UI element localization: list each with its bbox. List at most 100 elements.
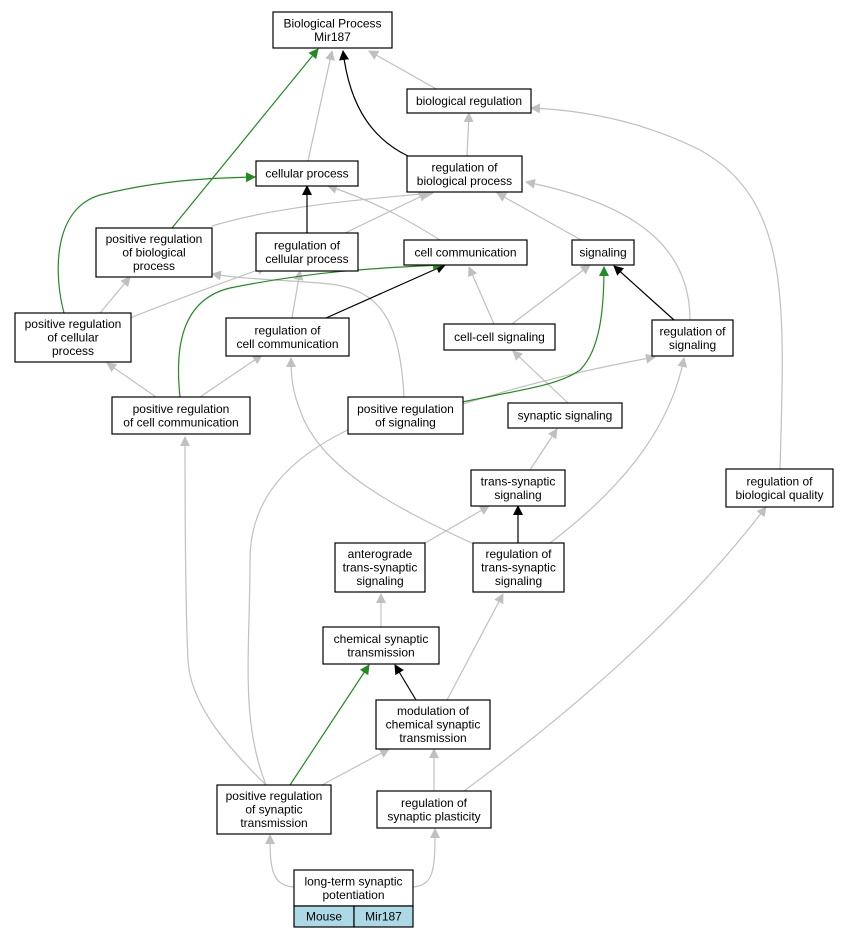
node-label: positive regulation bbox=[133, 402, 230, 416]
node-label: of biological bbox=[122, 246, 185, 260]
node-box bbox=[272, 11, 393, 49]
node-label: positive regulation bbox=[106, 232, 203, 246]
node-box bbox=[255, 232, 359, 272]
node-label: potentiation bbox=[322, 888, 384, 902]
edge-prcc-to-cc bbox=[177, 260, 443, 398]
edge-prst-to-prcc bbox=[180, 436, 267, 786]
node-label: regulation of bbox=[431, 160, 498, 174]
edge-rcp-to-rbp bbox=[344, 192, 429, 234]
node-box bbox=[225, 317, 350, 357]
edge-mcst-to-cst bbox=[394, 664, 417, 701]
node-label: positive regulation bbox=[226, 789, 323, 803]
edge-prsig-to-rsig bbox=[462, 353, 656, 405]
edges bbox=[57, 48, 783, 888]
node-box bbox=[334, 542, 426, 593]
node-box bbox=[95, 227, 213, 278]
node-box bbox=[111, 396, 251, 435]
node-label: signaling bbox=[669, 338, 716, 352]
edge-rbp-to-bp bbox=[339, 50, 409, 157]
node-label: synaptic plasticity bbox=[387, 809, 480, 823]
edge-rbq-to-br bbox=[530, 103, 783, 470]
edge-rsig-to-rbp bbox=[525, 178, 691, 321]
node-label: chemical synaptic bbox=[334, 632, 429, 646]
node-br: biological regulation bbox=[406, 88, 532, 114]
node-label: regulation of bbox=[254, 323, 321, 337]
node-label: chemical synaptic bbox=[386, 718, 481, 732]
edge-prst-to-mcst bbox=[321, 748, 390, 786]
legend-label: Mouse bbox=[306, 910, 342, 924]
node-box bbox=[651, 319, 734, 357]
legend-cell-organism: Mouse bbox=[293, 905, 355, 928]
node-label: process bbox=[133, 259, 175, 273]
node-sig: signaling bbox=[571, 239, 635, 266]
edge-rcc-to-rcp bbox=[291, 270, 304, 319]
node-box bbox=[443, 323, 556, 351]
node-cp: cellular process bbox=[255, 160, 359, 187]
node-label: regulation of bbox=[485, 547, 552, 561]
edge-rsp-to-rbq bbox=[463, 506, 767, 792]
edge-rsig-to-sig bbox=[613, 265, 675, 321]
node-box bbox=[472, 542, 565, 593]
edge-prcp-to-prbp bbox=[99, 276, 131, 314]
node-label: process bbox=[52, 344, 94, 358]
node-box bbox=[375, 699, 491, 750]
node-label: cellular process bbox=[265, 167, 348, 181]
node-label: Biological Process bbox=[283, 16, 381, 30]
edge-cc-to-cp bbox=[327, 184, 441, 241]
node-label: cell communication bbox=[414, 246, 516, 260]
node-label: trans-synaptic bbox=[481, 474, 556, 488]
node-label: signaling bbox=[356, 574, 403, 588]
edge-atss-to-tss bbox=[424, 505, 490, 544]
legend-box bbox=[353, 905, 414, 928]
edge-ss-to-ccs bbox=[512, 350, 569, 404]
node-label: transmission bbox=[240, 816, 307, 830]
node-ss: synaptic signaling bbox=[507, 402, 623, 429]
edge-rbp-to-br bbox=[463, 112, 474, 157]
node-label: synaptic signaling bbox=[518, 409, 613, 423]
node-label: regulation of bbox=[401, 796, 468, 810]
node-cc: cell communication bbox=[403, 239, 528, 266]
edge-prbp-to-rbp bbox=[211, 188, 434, 227]
node-label: trans-synaptic bbox=[481, 561, 556, 575]
edge-prsig-to-prbp bbox=[211, 270, 405, 398]
node-box bbox=[725, 468, 834, 508]
node-label: transmission bbox=[347, 645, 414, 659]
edge-rcc-to-cc bbox=[325, 264, 446, 319]
organism-legend: Mouse Mir187 bbox=[293, 905, 414, 928]
node-label: Mir187 bbox=[314, 30, 351, 44]
node-label: regulation of bbox=[274, 238, 341, 252]
edge-rtss-to-rcc bbox=[286, 357, 479, 547]
node-label: signaling bbox=[495, 574, 542, 588]
edge-ccs-to-sig bbox=[511, 264, 591, 325]
node-label: positive regulation bbox=[25, 317, 122, 331]
node-label: cell communication bbox=[236, 337, 338, 351]
node-box bbox=[216, 784, 332, 835]
node-label: anterograde bbox=[348, 547, 413, 561]
node-box bbox=[347, 396, 464, 435]
edge-ccs-to-cc bbox=[468, 266, 495, 325]
node-box bbox=[255, 160, 359, 187]
edge-ltp-to-rsp bbox=[412, 828, 440, 888]
node-label: transmission bbox=[399, 731, 466, 745]
node-label: trans-synaptic bbox=[343, 561, 418, 575]
node-label: of cellular bbox=[47, 331, 98, 345]
node-box bbox=[322, 626, 440, 665]
edge-br-to-bp bbox=[368, 50, 441, 92]
edge-rtss-to-rsig bbox=[549, 357, 688, 544]
legend-label: Mir187 bbox=[365, 910, 402, 924]
node-box bbox=[406, 155, 523, 193]
node-label: biological quality bbox=[735, 488, 823, 502]
edge-prcc-to-prcp bbox=[106, 362, 157, 398]
